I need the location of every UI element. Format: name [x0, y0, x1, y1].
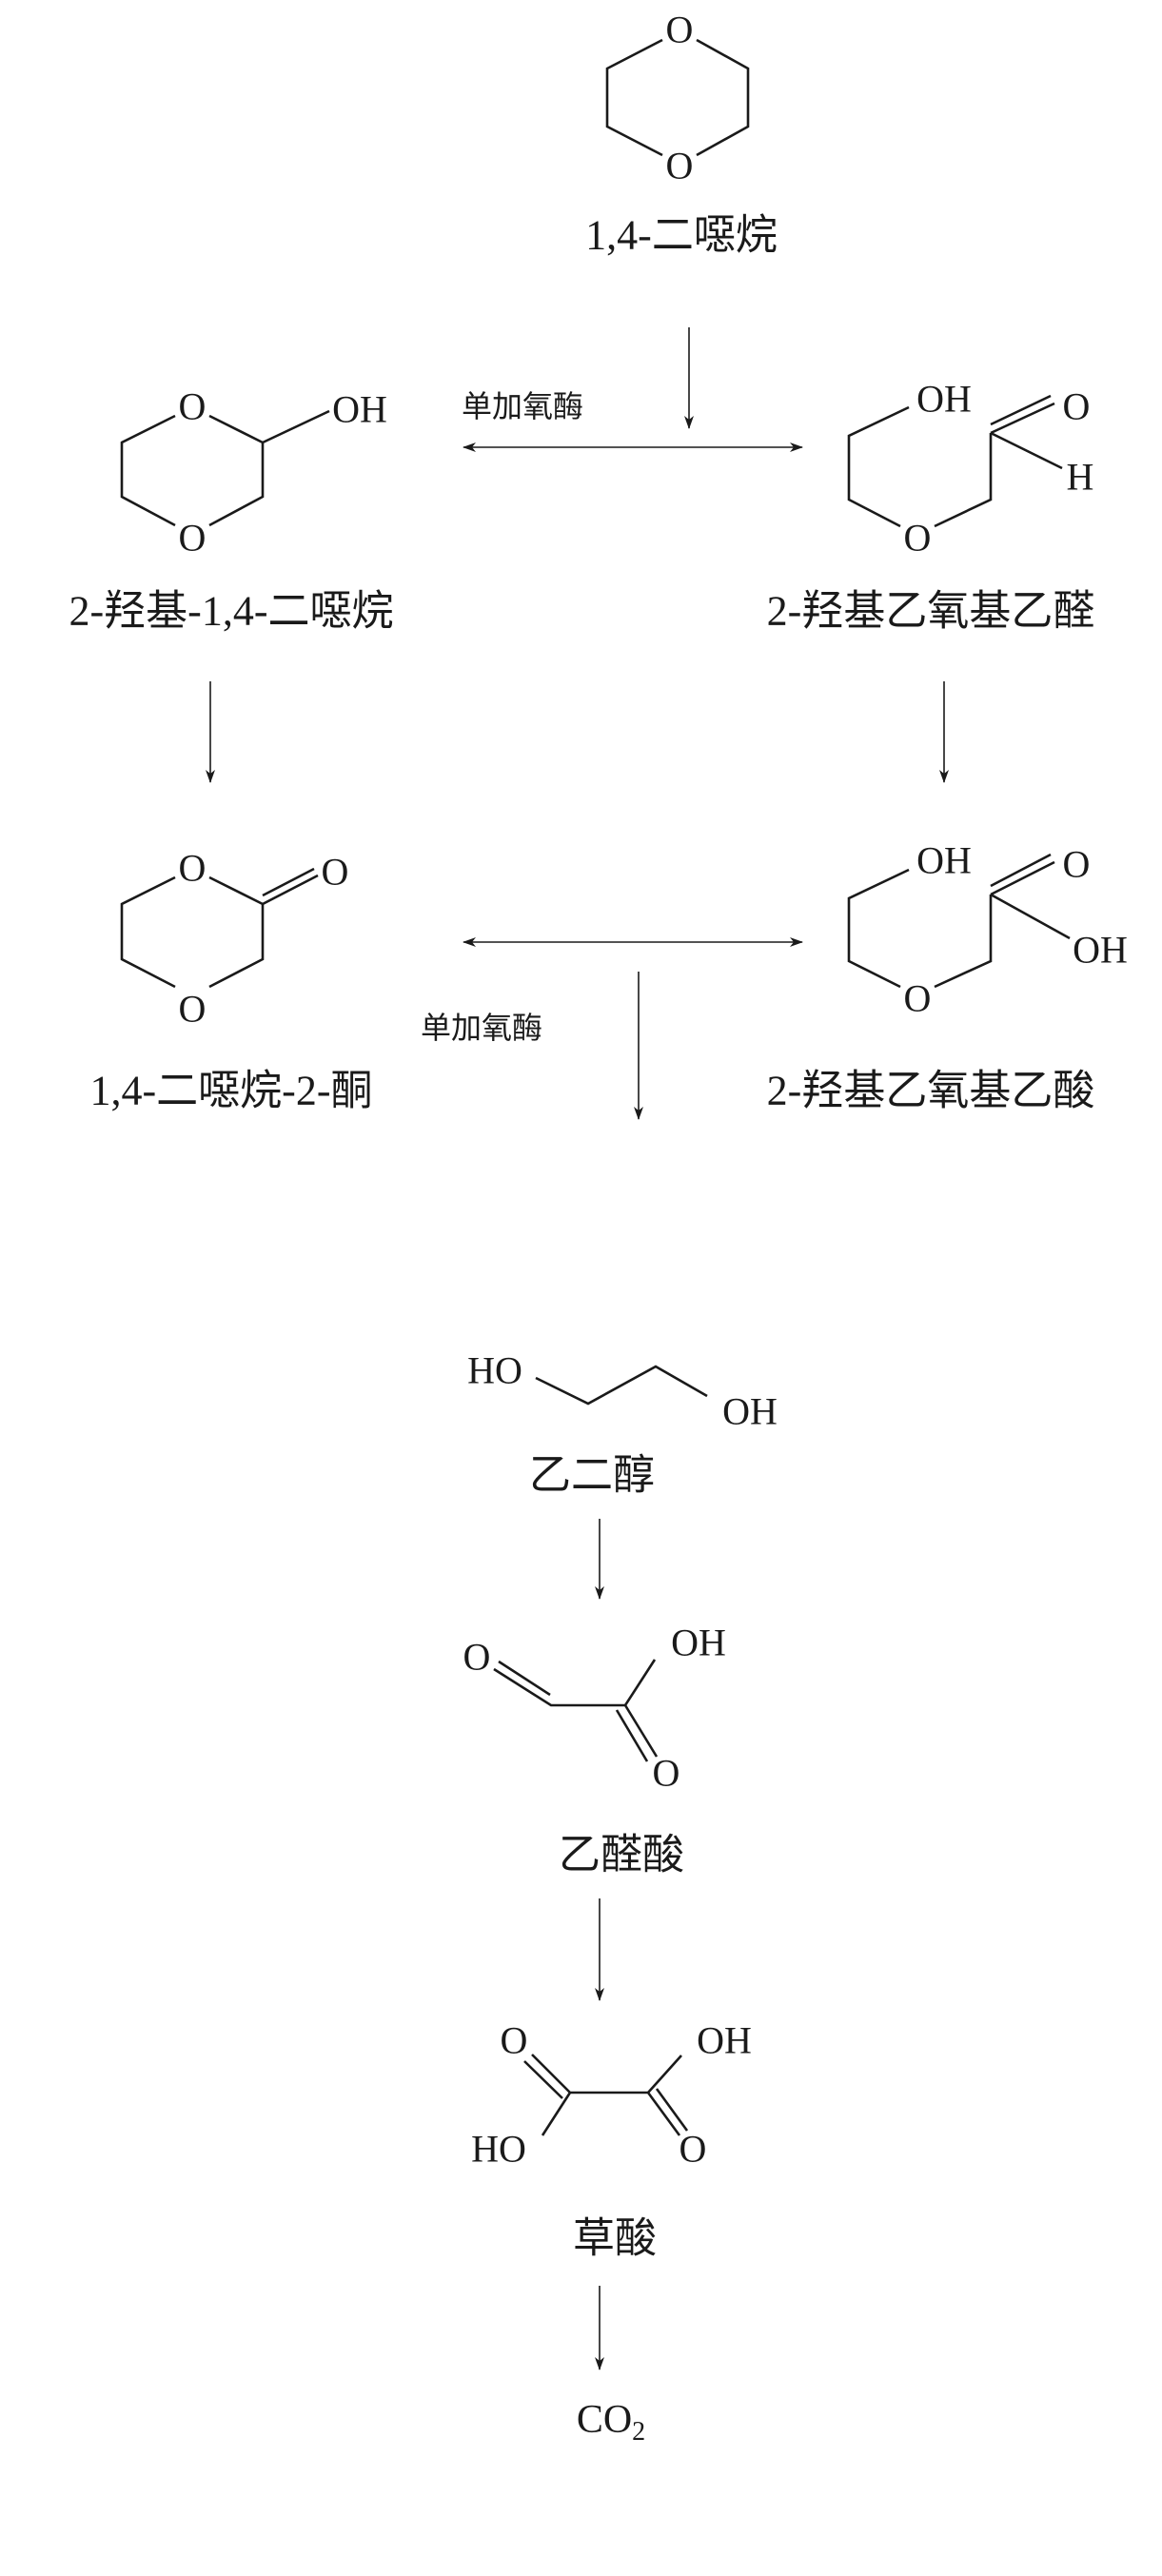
compound-label: 2-羟基乙氧基乙酸 — [767, 1068, 1095, 1114]
atom-oh: OH — [1073, 929, 1128, 972]
atom-h: H — [1067, 456, 1094, 499]
compound-label: 草酸 — [573, 2215, 657, 2262]
atom-oh: OH — [916, 839, 972, 882]
compound-label: 2-羟基乙氧基乙醛 — [767, 588, 1095, 635]
atom-oh: OH — [916, 378, 972, 421]
co2-formula: CO — [577, 2398, 632, 2442]
atom-o: O — [179, 385, 207, 428]
atom-o: O — [679, 2128, 707, 2171]
atom-o: O — [463, 1636, 491, 1679]
compound-dioxane: O O 1,4-二噁烷 — [585, 9, 778, 259]
atom-ho: HO — [471, 2128, 526, 2171]
atom-o: O — [1063, 385, 1091, 428]
atom-o: O — [179, 847, 207, 890]
atom-o: O — [179, 517, 207, 560]
compound-oxalic-acid: O OH HO O 草酸 — [471, 2019, 752, 2262]
atom-o: O — [653, 1752, 680, 1795]
compound-ethylene-glycol: HO OH 乙二醇 — [467, 1349, 778, 1499]
compound-label: 1,4-二噁烷 — [585, 212, 778, 259]
compound-label: 乙二醇 — [529, 1452, 655, 1499]
compound-label: 2-羟基-1,4-二噁烷 — [69, 588, 394, 635]
atom-o: O — [666, 145, 694, 187]
compound-glyoxylic-acid: O OH O 乙醛酸 — [463, 1622, 726, 1878]
atom-oh: OH — [697, 2019, 752, 2062]
compound-label: 乙醛酸 — [559, 1832, 684, 1878]
enzyme-label: 单加氧酶 — [462, 389, 583, 423]
atom-ho: HO — [467, 1349, 522, 1392]
atom-o: O — [1063, 843, 1091, 886]
atom-o: O — [322, 851, 349, 894]
co2-subscript: 2 — [632, 2417, 645, 2447]
atom-o: O — [179, 988, 207, 1031]
atom-oh: OH — [722, 1390, 778, 1433]
enzyme-label: 单加氧酶 — [421, 1011, 542, 1045]
atom-o: O — [904, 517, 932, 560]
compound-hydroxyethoxy-acetaldehyde: OH O H O 2-羟基乙氧基乙醛 — [767, 378, 1095, 635]
atom-o: O — [904, 977, 932, 1020]
atom-o: O — [501, 2019, 528, 2062]
compound-dioxanone: O O O 1,4-二噁烷-2-酮 — [90, 847, 373, 1114]
atom-o: O — [666, 9, 694, 51]
atom-oh: OH — [671, 1622, 726, 1664]
compound-hydroxy-dioxane: O OH O 2-羟基-1,4-二噁烷 — [69, 385, 394, 635]
compound-co2: CO2 — [577, 2398, 645, 2447]
compound-label: 1,4-二噁烷-2-酮 — [90, 1068, 373, 1114]
atom-oh: OH — [332, 388, 387, 431]
compound-hydroxyethoxy-acetic-acid: OH O OH O 2-羟基乙氧基乙酸 — [767, 839, 1128, 1114]
